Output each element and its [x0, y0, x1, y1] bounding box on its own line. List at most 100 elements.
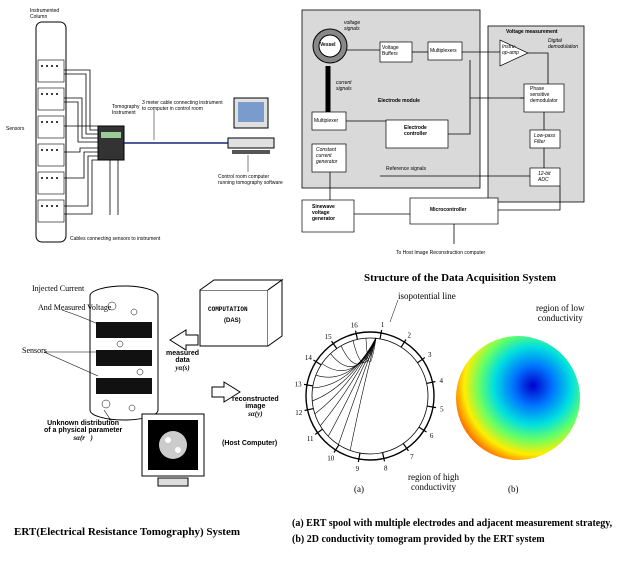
electrode-label-3: 3	[428, 351, 432, 359]
op-amp-triangle	[499, 39, 529, 67]
label-b: (b)	[508, 484, 519, 494]
spool-outer-ring	[305, 331, 435, 461]
electrode-11	[314, 428, 323, 435]
electrode-2	[400, 339, 407, 348]
electrode-8	[381, 452, 386, 462]
isopotential-pointer	[389, 299, 399, 323]
daq-wires	[329, 49, 561, 244]
conductivity-tomogram	[456, 336, 580, 460]
das-label: (DAS)	[224, 318, 241, 324]
spool-inner-ring	[311, 337, 429, 455]
data-arrow	[169, 329, 199, 351]
spool-caption-1: (a) ERT spool with multiple electrodes a…	[292, 518, 613, 529]
computation-label: COMPUTATION	[208, 306, 248, 313]
host-label: To Host Image Reconstruction computer	[396, 250, 486, 256]
electrode-4	[426, 380, 436, 385]
isopotential-lines	[312, 337, 377, 451]
vessel-inner	[318, 34, 342, 58]
lowpass-box	[529, 129, 561, 149]
electrode-bands	[96, 322, 152, 394]
isopotential-line	[352, 337, 377, 363]
adc-box	[529, 167, 561, 187]
injected-label: Injected Current	[32, 284, 85, 293]
ert-sensors-label: Sensors	[22, 346, 47, 355]
daq-caption: Structure of the Data Acquisition System	[364, 272, 556, 284]
electrode-label-1: 1	[381, 321, 385, 329]
tomography-instrument	[97, 125, 125, 161]
electrode-16	[354, 330, 359, 340]
electrode-12	[304, 407, 314, 412]
isopotential-line	[330, 337, 377, 367]
sinewave-box	[301, 199, 355, 233]
electrode-label-8: 8	[384, 464, 388, 472]
measured-voltage-label: And Measured Voltage	[38, 303, 112, 312]
electrode-1	[379, 329, 383, 339]
isopotential-label: isopotential line	[398, 291, 456, 301]
spool-caption-2: (b) 2D conductivity tomogram provided by…	[292, 534, 545, 545]
electrode-label-2: 2	[407, 331, 411, 339]
multiplexer-left-label: Multiplexer	[314, 118, 339, 124]
computation-box-side	[267, 279, 283, 347]
image-arrow	[211, 381, 241, 403]
reference-label: Reference signals	[386, 166, 427, 172]
recon-spot-2	[175, 447, 181, 453]
isopotential-line	[315, 337, 377, 378]
electrode-14	[313, 359, 322, 366]
electrode-label-10: 10	[327, 455, 335, 463]
label-a: (a)	[354, 484, 364, 494]
electrode-9	[357, 453, 361, 463]
electrode-10	[333, 444, 340, 453]
ccg-box	[311, 143, 347, 173]
electrode-label-15: 15	[325, 333, 333, 341]
electrode-label-11: 11	[307, 435, 314, 443]
electrode-label-14: 14	[305, 354, 313, 362]
isopotential-line	[340, 337, 377, 365]
ert-caption: ERT(Electrical Resistance Tomography) Sy…	[14, 526, 241, 538]
multiplexers-label: Multiplexers	[430, 48, 457, 54]
cables-sensors-label: Cables connecting sensors to instrument	[70, 236, 161, 242]
sensors-label: Sensors	[6, 126, 25, 132]
electrode-5	[427, 405, 437, 409]
monitor-stand	[157, 477, 189, 487]
recon-spot-1	[165, 437, 171, 443]
keyboard	[232, 150, 270, 154]
instru-label: Instru-op-amp	[502, 44, 519, 56]
electrode-3	[417, 357, 426, 364]
vessel-label: Vessel	[320, 42, 336, 48]
electrode-label-13: 13	[295, 380, 303, 388]
monitor-screen	[238, 102, 264, 122]
host-computer-label: (Host Computer)	[222, 440, 278, 447]
electrode-label-12: 12	[295, 409, 303, 417]
ert-pointers	[43, 309, 113, 423]
electrode-13	[303, 383, 313, 387]
computation-box	[199, 289, 269, 347]
voltage-measurement-label: Voltage measurement	[506, 29, 558, 35]
microcontroller-box	[409, 197, 499, 225]
isopotential-line	[365, 337, 377, 363]
electrode-label-9: 9	[356, 465, 360, 473]
computer-base	[227, 137, 275, 149]
electrode-label-7: 7	[410, 453, 414, 461]
bubbles	[101, 301, 144, 412]
electrode-controller-box	[385, 119, 449, 149]
electrode-15	[331, 340, 338, 349]
